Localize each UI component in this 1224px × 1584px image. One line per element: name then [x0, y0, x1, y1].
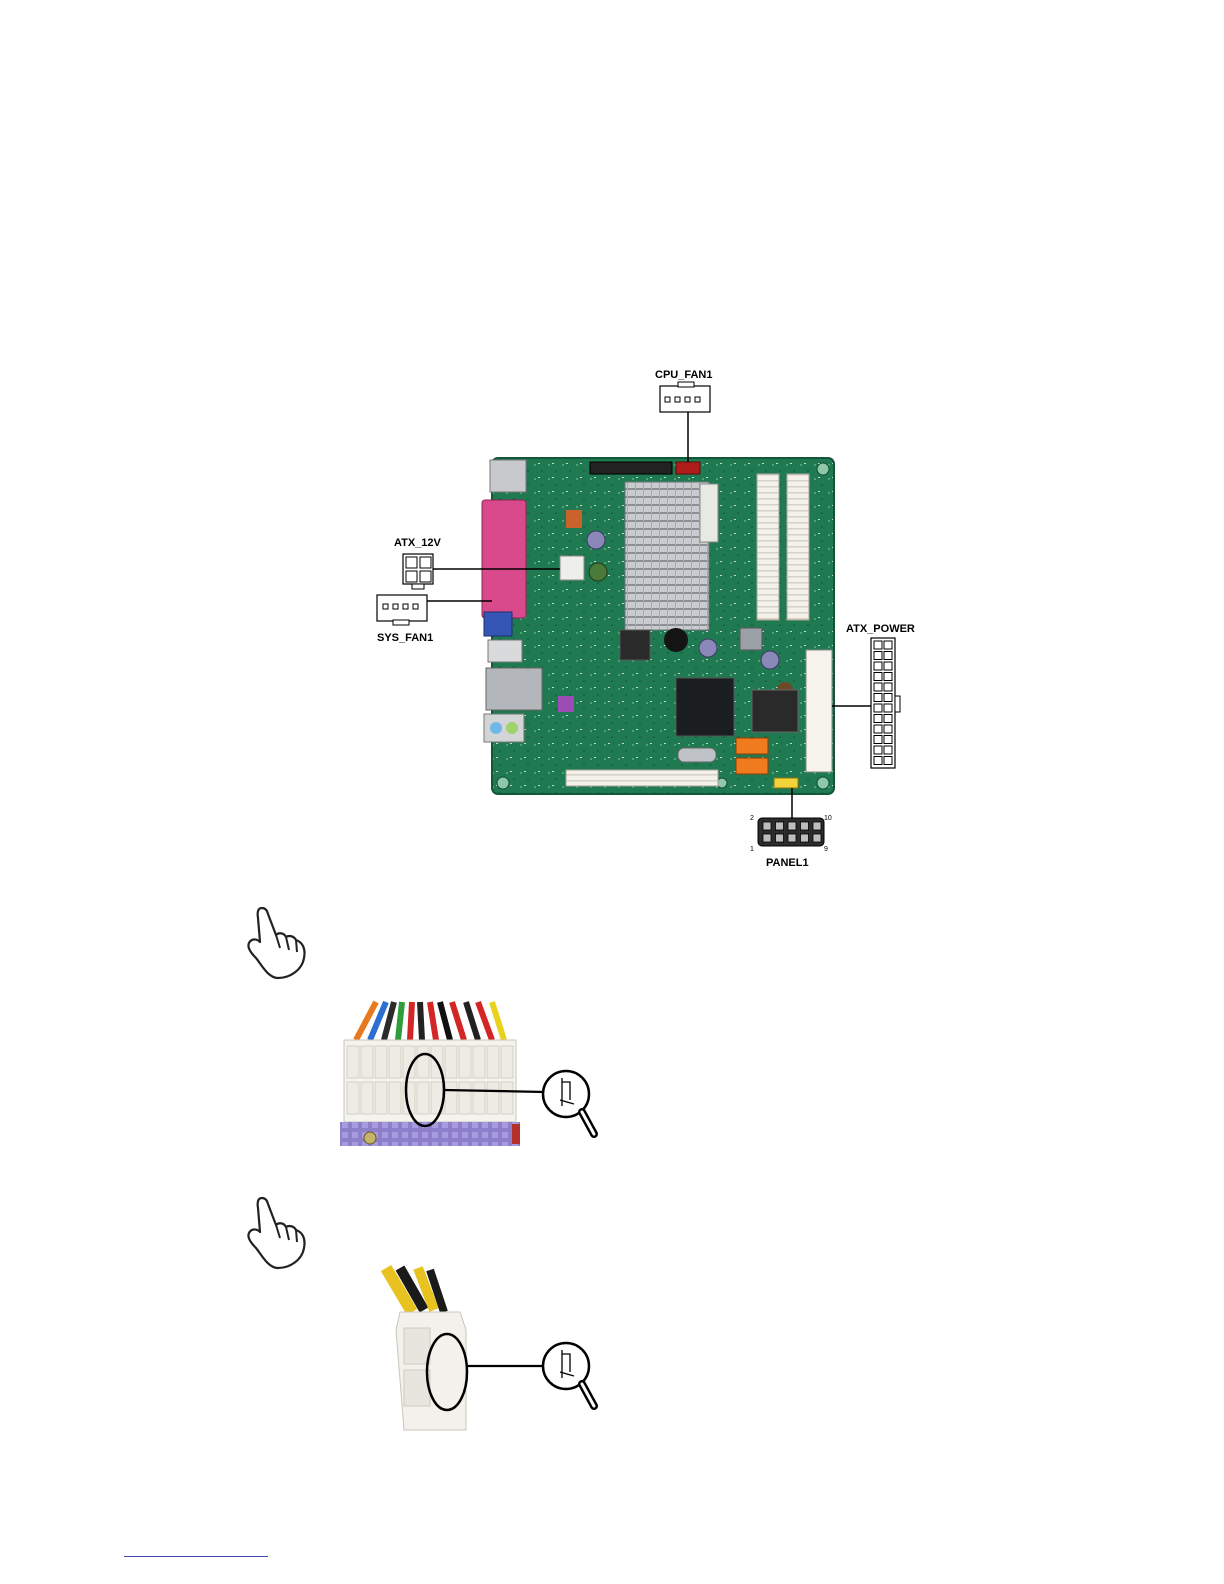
chipset: [676, 678, 734, 736]
heatsink: [625, 482, 709, 630]
panel-pin: [776, 822, 784, 830]
battery: [678, 748, 716, 762]
atx-power-connector: [806, 650, 832, 772]
pointing-hand-icon: [248, 908, 304, 978]
plug-cell: [459, 1046, 471, 1078]
violet-jumper: [558, 696, 574, 712]
panel-pin: [763, 822, 771, 830]
usb-port: [488, 640, 522, 662]
plug-cell: [445, 1046, 457, 1078]
plug-cell: [389, 1082, 401, 1114]
dimm-slot-2: [787, 474, 809, 620]
lan-usb-port: [486, 668, 542, 710]
atx-power-callout: ATX_POWER: [832, 623, 915, 768]
cpu-fan-header: [676, 462, 700, 474]
plug-cell: [459, 1082, 471, 1114]
bios-chip: [700, 484, 718, 542]
panel-callout: 2 10 1 9 PANEL1: [750, 788, 832, 869]
panel-label: PANEL1: [766, 857, 809, 869]
plug-cell: [445, 1082, 457, 1114]
atx-24pin-plug-photo: [340, 1002, 545, 1146]
plug-cell: [361, 1046, 373, 1078]
plug-cell: [473, 1046, 485, 1078]
panel-pin: [763, 834, 771, 842]
panel-pin-2: 2: [750, 815, 754, 822]
panel-pin: [788, 834, 796, 842]
cpu-fan-label: CPU_FAN1: [655, 369, 712, 381]
plug-cell: [487, 1046, 499, 1078]
atx-4pin-plug-photo: [386, 1268, 545, 1430]
power-mosfet: [566, 510, 582, 528]
plug-cell: [473, 1082, 485, 1114]
pci-slot: [566, 770, 718, 786]
plug-cell: [361, 1082, 373, 1114]
panel-pin: [813, 822, 821, 830]
panel-pin-9: 9: [824, 846, 828, 853]
plug-cell: [417, 1082, 429, 1114]
ps2-port: [490, 460, 526, 492]
plug-cell: [347, 1082, 359, 1114]
dimm-slot-1: [757, 474, 779, 620]
mount-hole: [497, 777, 509, 789]
cpu-fan-callout: CPU_FAN1: [655, 369, 712, 462]
magnifier-icon: [543, 1343, 594, 1406]
vga-port: [484, 612, 512, 636]
panel-pin: [801, 822, 809, 830]
plug-cell: [487, 1082, 499, 1114]
capacitor: [589, 563, 607, 581]
plug-cell: [389, 1046, 401, 1078]
inductor: [740, 628, 762, 650]
panel-pin-1: 1: [750, 846, 754, 853]
capacitor: [699, 639, 717, 657]
plug-cell: [501, 1046, 513, 1078]
panel-pin-10: 10: [824, 815, 832, 822]
atx-power-label: ATX_POWER: [846, 623, 915, 635]
plug-cell: [417, 1046, 429, 1078]
sata-port-2: [736, 758, 768, 774]
plug-cell: [375, 1082, 387, 1114]
magnifier-icon: [543, 1071, 594, 1134]
plug-cell: [347, 1046, 359, 1078]
serial-header: [590, 462, 672, 474]
motherboard-photo: [482, 458, 834, 794]
atx12v-label: ATX_12V: [394, 537, 442, 549]
footer-rule: [124, 1556, 268, 1557]
panel-pin: [776, 834, 784, 842]
panel-pin: [788, 822, 796, 830]
mount-hole: [817, 463, 829, 475]
plug-cell: [375, 1046, 387, 1078]
panel-pin: [801, 834, 809, 842]
plug-cell: [501, 1082, 513, 1114]
sys-fan-callout: SYS_FAN1: [377, 595, 492, 644]
super-io-chip: [620, 630, 650, 660]
sys-fan-connector-icon: [377, 595, 427, 621]
panel-pin: [813, 834, 821, 842]
pointing-hand-icon: [248, 1198, 304, 1268]
atx12v-connector: [560, 556, 584, 580]
capacitor: [664, 628, 688, 652]
io-chip: [752, 690, 798, 732]
capacitor: [761, 651, 779, 669]
sata-port-1: [736, 738, 768, 754]
atx-power-connector-icon: [871, 638, 895, 768]
atx12v-connector-icon: [403, 554, 433, 584]
sys-fan-label: SYS_FAN1: [377, 632, 433, 644]
mount-hole: [817, 777, 829, 789]
panel-header: [774, 778, 798, 788]
capacitor: [587, 531, 605, 549]
